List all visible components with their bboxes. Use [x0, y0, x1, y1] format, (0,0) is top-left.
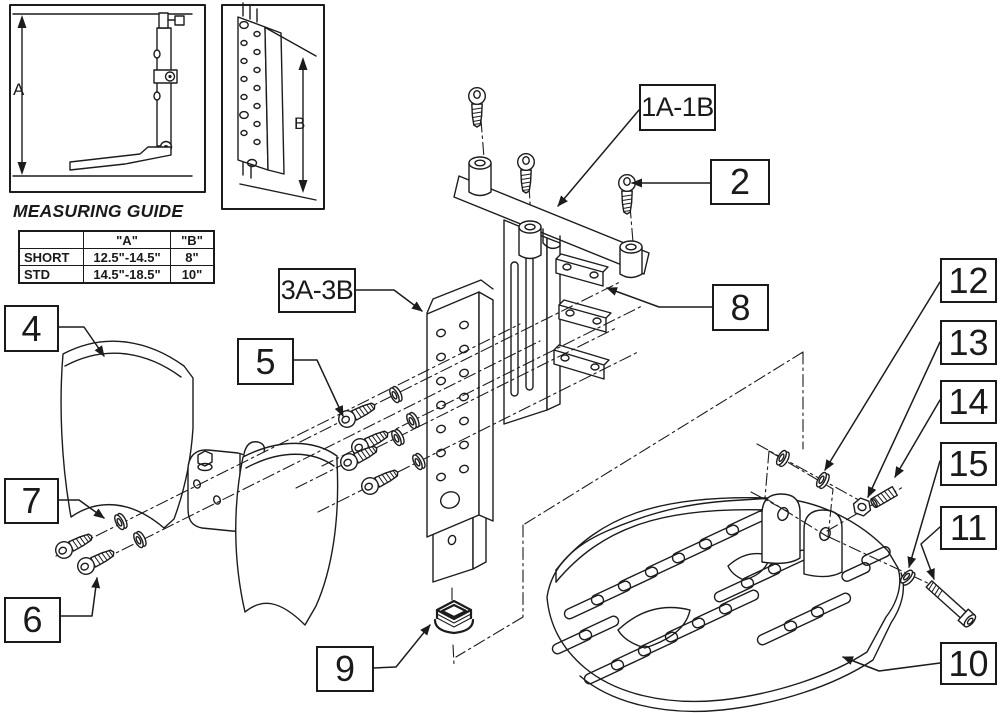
callout-6: 6: [4, 597, 61, 643]
pad-screw: [74, 543, 119, 578]
clamp-bars-drawing: [553, 253, 612, 380]
calf-pad-right: [235, 442, 339, 626]
perforated-plate-inset: [237, 16, 269, 171]
pad-washer: [112, 511, 130, 532]
footplate-smooth-patch: [617, 606, 691, 649]
bolt-washer: [897, 567, 918, 588]
extension-screws-drawing: [335, 384, 428, 498]
table-cell-a: 12.5"-14.5": [83, 248, 171, 266]
measuring-guide-title: MEASURING GUIDE: [13, 201, 184, 221]
footplate-drawing: [546, 493, 905, 713]
callout-8: 8: [712, 284, 769, 331]
leader-lines: [58, 109, 941, 672]
extension-plate: [426, 291, 480, 538]
centerlines-screws: [55, 281, 643, 571]
table-cell-b: 10": [170, 265, 215, 284]
pivot-washer: [813, 470, 832, 491]
pivot-bolt: [923, 577, 979, 630]
footplate-hinge-lugs: [761, 493, 843, 578]
table-row: SHORT 12.5"-14.5" 8": [18, 248, 215, 266]
pivot-hardware-drawing: [773, 448, 979, 630]
extension-plate-holes: [435, 320, 470, 509]
table-header-a: "A": [83, 230, 171, 249]
table-cell-a: 14.5"-18.5": [83, 265, 171, 284]
callout-13: 13: [940, 320, 997, 365]
bracket-bolt-head: [197, 450, 213, 467]
callout-15: 15: [940, 442, 997, 486]
calf-pad-left: [60, 340, 194, 529]
pivot-washer: [773, 448, 792, 469]
callout-3a-3b: 3A-3B: [278, 268, 356, 313]
extension-washer: [404, 410, 422, 431]
dimension-label-b: B: [294, 114, 306, 133]
callout-12: 12: [940, 258, 997, 303]
heel-loop: [555, 497, 769, 583]
callout-4: 4: [4, 305, 59, 352]
hanger-screw: [468, 86, 486, 128]
callout-7: 7: [4, 478, 59, 524]
callout-14: 14: [940, 380, 997, 424]
extension-washer: [389, 427, 407, 448]
pad-screw: [52, 527, 97, 562]
callout-11: 11: [940, 506, 997, 550]
table-corner-cell: [18, 230, 84, 249]
hanger-assembly-drawing: [453, 86, 650, 425]
table-cell-name: STD: [18, 265, 84, 284]
end-cap-drawing: [433, 599, 475, 635]
dimension-label-a: A: [13, 80, 25, 99]
extension-washer: [410, 451, 428, 472]
extension-washer: [387, 384, 405, 405]
hanger-screw: [517, 152, 535, 194]
measuring-guide-inset-a: [9, 4, 206, 193]
measuring-guide-table: "A" "B" SHORT 12.5"-14.5" 8" STD 14.5"-1…: [18, 230, 215, 284]
extension-screw: [358, 463, 403, 498]
mounting-posts: [468, 156, 643, 279]
calf-pads-drawing: [60, 340, 339, 626]
pivot-stud: [868, 485, 898, 510]
callout-10: 10: [940, 642, 997, 685]
callout-2: 2: [710, 159, 770, 205]
footplate-slots: [551, 510, 891, 685]
callout-1a-1b: 1A-1B: [639, 84, 716, 131]
footplate-side-profile: [69, 146, 172, 171]
table-cell-b: 8": [170, 248, 215, 266]
hanger-side-view: [69, 12, 185, 171]
pivot-nut: [852, 497, 872, 517]
table-row: STD 14.5"-18.5" 10": [18, 265, 215, 284]
mounting-plate: [453, 175, 650, 275]
pad-washer: [131, 529, 149, 550]
extension-plate-drawing: [426, 279, 494, 665]
footplate-smooth-patch: [727, 552, 771, 581]
table-header-b: "B": [170, 230, 215, 249]
measuring-guide-inset-b: [221, 2, 325, 210]
pad-screws-drawing: [52, 511, 149, 578]
callout-9: 9: [316, 646, 374, 692]
table-cell-name: SHORT: [18, 248, 84, 266]
mount-screw-item2: [618, 173, 636, 215]
callout-5: 5: [237, 338, 294, 385]
